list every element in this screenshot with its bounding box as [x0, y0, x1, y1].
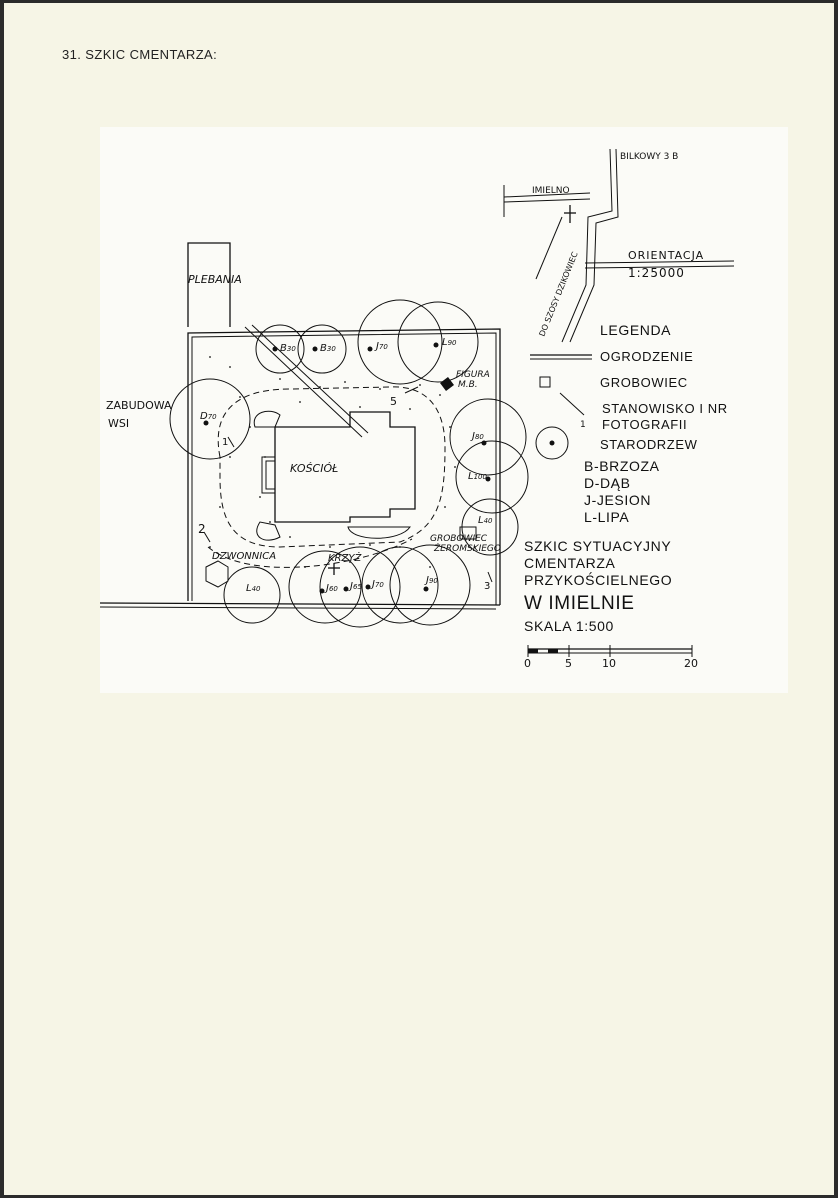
- church-label: KOŚCIÓŁ: [290, 462, 338, 475]
- legend-grave: GROBOWIEC: [600, 375, 688, 390]
- scale-bar: 0 5 10 20: [524, 645, 698, 670]
- cross-label: KRZYŻ: [328, 551, 362, 564]
- cemetery-sketch-sheet: PLEBANIA: [100, 127, 788, 693]
- svg-text:SKALA 1:500: SKALA 1:500: [524, 618, 614, 634]
- belfry-label: DZWONNICA: [212, 551, 276, 562]
- scale-tick-5: 5: [565, 657, 572, 670]
- svg-text:J70: J70: [370, 579, 384, 590]
- grave-zeromski: GROBOWIEC ŻEROMSKIEGO: [430, 526, 501, 554]
- svg-text:1: 1: [222, 437, 228, 448]
- legend-old-trees: STARODRZEW: [600, 437, 698, 452]
- legend-species-linden: L-LIPA: [584, 509, 629, 525]
- photo-stations: 1 2 3 5: [198, 386, 493, 592]
- svg-text:1: 1: [580, 420, 586, 430]
- svg-text:L40: L40: [246, 583, 261, 594]
- sketch-caption: SZKIC SYTUACYJNY CMENTARZA PRZYKOŚCIELNE…: [524, 538, 672, 634]
- svg-text:3: 3: [484, 581, 490, 592]
- place-imielno: IMIELNO: [532, 186, 570, 196]
- svg-text:FIGURA: FIGURA: [456, 370, 490, 380]
- svg-text:5: 5: [390, 395, 397, 408]
- plebania-building: PLEBANIA: [187, 242, 242, 327]
- plebania-label: PLEBANIA: [188, 273, 242, 286]
- tree-l90-north: L90: [397, 301, 479, 383]
- tree-l100-east: L100: [455, 440, 529, 514]
- legend-species-birch: B-BRZOZA: [584, 458, 660, 474]
- svg-text:CMENTARZA: CMENTARZA: [524, 555, 616, 571]
- place-bilkowy: BILKOWY 3 B: [620, 152, 678, 162]
- svg-text:2: 2: [198, 522, 206, 536]
- tree-j80-east: J80: [449, 398, 527, 476]
- village-label-1: ZABUDOWA: [106, 399, 172, 412]
- svg-text:J70: J70: [374, 341, 388, 352]
- belfry: DZWONNICA: [205, 551, 276, 588]
- cemetery-fence: [100, 324, 501, 610]
- path-around-church: [217, 386, 446, 548]
- legend-station-2: FOTOGRAFII: [602, 417, 687, 432]
- svg-text:L100: L100: [468, 471, 487, 482]
- orientation-inset: BILKOWY 3 B IMIELNO DO SZOSY DZIKOWIEC O…: [503, 148, 735, 343]
- tree-j70-south: J70: [361, 546, 439, 624]
- svg-text:J90: J90: [424, 575, 438, 586]
- page-heading: 31. SZKIC CMENTARZA:: [62, 47, 218, 62]
- svg-text:J80: J80: [470, 431, 484, 442]
- svg-text:B30: B30: [280, 343, 296, 354]
- tree-b30-1: B30: [255, 324, 305, 374]
- tree-j60-south: J60: [288, 550, 362, 624]
- legend-title: LEGENDA: [600, 322, 671, 338]
- trees: B30 B30 J70 L90: [169, 299, 529, 628]
- tree-d70-west: D70: [169, 378, 251, 460]
- tree-j70-north: J70: [357, 299, 443, 385]
- svg-text:PRZYKOŚCIELNEGO: PRZYKOŚCIELNEGO: [524, 571, 672, 588]
- svg-text:B30: B30: [320, 343, 336, 354]
- orientation-scale: 1:25000: [628, 266, 685, 280]
- legend-species-oak: D-DĄB: [584, 475, 631, 491]
- figure-mb: FIGURA M.B.: [440, 370, 490, 391]
- svg-text:GROBOWIEC: GROBOWIEC: [430, 534, 488, 544]
- tree-j65-south: J65: [319, 546, 401, 628]
- legend-species-ash: J-JESION: [584, 492, 651, 508]
- cemetery-sketch: PLEBANIA: [100, 148, 735, 670]
- scale-tick-10: 10: [602, 657, 616, 670]
- orientation-title: ORIENTACJA: [628, 249, 704, 262]
- svg-text:ŻEROMSKIEGO: ŻEROMSKIEGO: [433, 543, 501, 554]
- tree-j90-south: J90: [389, 544, 471, 626]
- svg-text:D70: D70: [200, 411, 217, 422]
- document-page: 31. SZKIC CMENTARZA: PLEBANIA: [4, 3, 834, 1195]
- legend-station-1: STANOWISKO I NR: [602, 401, 728, 416]
- church-building: KOŚCIÓŁ: [261, 411, 416, 523]
- tree-b30-2: B30: [297, 324, 347, 374]
- gravel-dots: [209, 356, 476, 568]
- scale-tick-20: 20: [684, 657, 698, 670]
- svg-text:SZKIC SYTUACYJNY: SZKIC SYTUACYJNY: [524, 538, 671, 554]
- svg-text:W IMIELNIE: W IMIELNIE: [524, 593, 635, 614]
- village-label-2: WSI: [108, 417, 129, 430]
- legend: LEGENDA OGRODZENIE GROBOWIEC 1 STANOWISK…: [530, 322, 728, 525]
- svg-text:L90: L90: [442, 337, 457, 348]
- svg-text:J60: J60: [324, 583, 338, 594]
- svg-text:M.B.: M.B.: [458, 380, 478, 390]
- cross: KRZYŻ: [328, 551, 362, 575]
- legend-fence: OGRODZENIE: [600, 349, 693, 364]
- tree-l40-south: L40: [223, 566, 281, 624]
- scale-tick-0: 0: [524, 657, 531, 670]
- road-label: DO SZOSY DZIKOWIEC: [538, 250, 580, 338]
- svg-text:L40: L40: [478, 515, 493, 526]
- svg-text:J65: J65: [348, 581, 362, 592]
